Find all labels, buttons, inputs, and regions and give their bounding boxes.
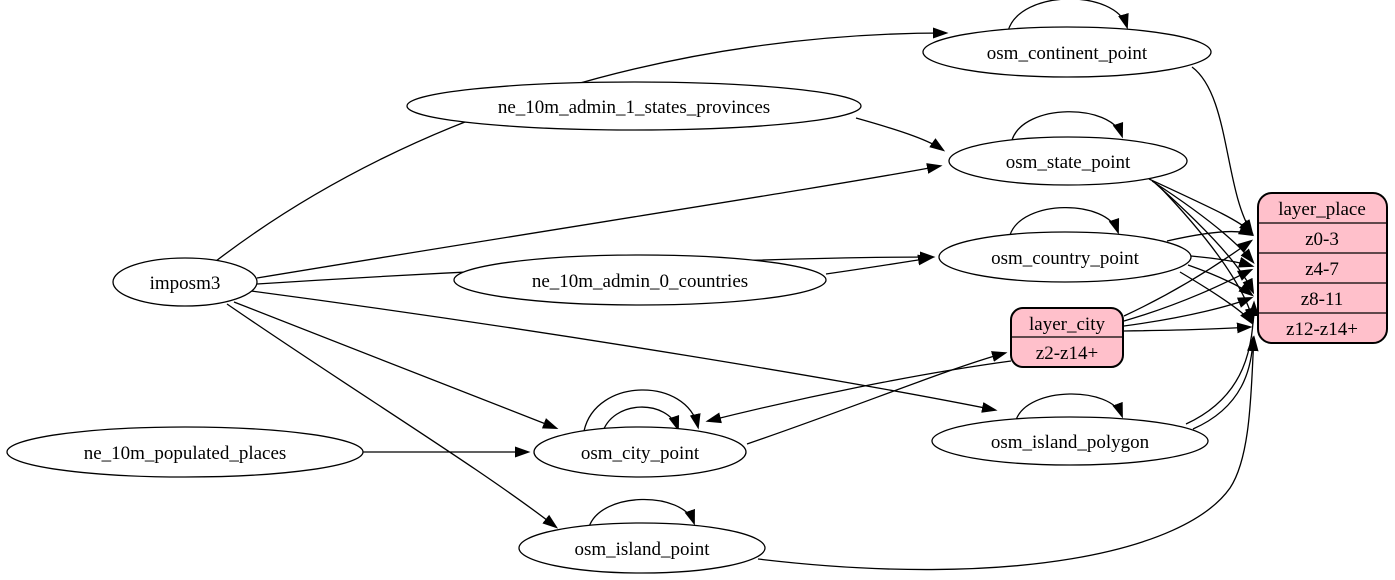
- edge-imposm3-osm_island_polygon: [250, 290, 998, 413]
- layer_place-row-z12-z14: z12-z14+: [1286, 319, 1358, 340]
- edge-osm_country_point-layer_place-z0-3: [1166, 224, 1255, 242]
- edge-osm_country_point-layer_place-z4-7: [1190, 255, 1255, 268]
- edge-osm_continent_point-layer_place-z0-3: [1191, 66, 1254, 236]
- ne_10m_populated_places-label: ne_10m_populated_places: [84, 443, 287, 464]
- layer_place-row-z8-11: z8-11: [1301, 289, 1344, 310]
- osm_country_point-label: osm_country_point: [991, 248, 1139, 269]
- node-osm_city_point: osm_city_point: [533, 426, 747, 478]
- node-osm_state_point: osm_state_point: [948, 136, 1188, 186]
- layer_place-row-z0-3: z0-3: [1305, 229, 1339, 250]
- layer_city-title: layer_city: [1029, 314, 1105, 335]
- edge-layer_city-layer_place-z4-7: [1123, 268, 1254, 322]
- osm_island_point-label: osm_island_point: [574, 539, 710, 560]
- edge-layer_city-layer_place-z8-11: [1123, 297, 1254, 327]
- node-ne_10m_admin_0_countries: ne_10m_admin_0_countries: [453, 254, 827, 306]
- node-osm_continent_point: osm_continent_point: [922, 26, 1212, 78]
- osm_continent_point-shape: [922, 26, 1212, 78]
- edge-osm_country_point-layer_place-z8-11: [1187, 264, 1255, 297]
- edge-osm_island_point-layer_place-z12-z14: [757, 335, 1259, 571]
- edge-imposm3-osm_continent_point: [215, 27, 949, 262]
- imposm3-label: imposm3: [150, 273, 221, 294]
- osm_island_polygon-shape: [931, 416, 1209, 466]
- osm_state_point-label: osm_state_point: [1006, 152, 1131, 173]
- osm_continent_point-label: osm_continent_point: [987, 43, 1148, 64]
- layer_place-row-z4-7: z4-7: [1305, 259, 1339, 280]
- edge-imposm3-osm_state_point: [256, 163, 943, 279]
- ne_10m_admin_1_states_provinces-label: ne_10m_admin_1_states_provinces: [498, 97, 770, 118]
- osm_state_point-shape: [948, 136, 1188, 186]
- osm_island_polygon-label: osm_island_polygon: [991, 432, 1150, 453]
- edge-osm_island_polygon-layer_place-z8-11: [1185, 300, 1260, 425]
- ne_10m_admin_0_countries-shape: [453, 254, 827, 306]
- node-ne_10m_populated_places: ne_10m_populated_places: [6, 426, 364, 478]
- edge-osm_city_point-layer_city-z2-z14: [746, 351, 1008, 445]
- layer_place-box: [1257, 192, 1388, 344]
- edge-layer_city-osm_city_point: [705, 360, 1012, 424]
- imposm3-shape: [112, 257, 258, 307]
- osm_city_point-shape: [533, 426, 747, 478]
- osm_city_point-label: osm_city_point: [581, 443, 700, 464]
- osm_island_point-shape: [518, 522, 766, 574]
- edge-self-osm_state_point: [1011, 111, 1124, 141]
- edge-imposm3-osm_city_point: [233, 301, 559, 429]
- edge-ne_10m_admin_1_states_provinces-osm_state_point: [855, 117, 946, 152]
- record-layer_city: layer_city z2-z14+: [1010, 307, 1124, 368]
- edge-layer_city-layer_place-z12-z14: [1123, 322, 1253, 334]
- edge-self-osm_country_point: [1009, 207, 1120, 236]
- edge-ne_10m_admin_0_countries-osm_country_point: [825, 254, 934, 275]
- edge-self-outer-osm_city_point: [583, 389, 701, 432]
- layer_city-row-z2-z14: z2-z14+: [1036, 343, 1098, 364]
- ne_10m_populated_places-shape: [6, 426, 364, 478]
- node-osm_island_polygon: osm_island_polygon: [931, 416, 1209, 466]
- edge-self-osm_island_point: [588, 498, 695, 528]
- node-osm_country_point: osm_country_point: [938, 231, 1192, 283]
- record-layer_place: layer_place z0-3 z4-7 z8-11 z12-z14+: [1257, 192, 1388, 344]
- edge-self-osm_continent_point: [1007, 0, 1129, 32]
- edge-layer_city-layer_place-z0-3: [1123, 239, 1254, 317]
- osm_country_point-shape: [938, 231, 1192, 283]
- node-imposm3: imposm3: [112, 257, 258, 307]
- layer_place-title: layer_place: [1278, 199, 1366, 220]
- ne_10m_admin_1_states_provinces-shape: [406, 81, 862, 131]
- edge-self-inner-osm_city_point: [601, 406, 680, 435]
- node-ne_10m_admin_1_states_provinces: ne_10m_admin_1_states_provinces: [406, 81, 862, 131]
- node-osm_island_point: osm_island_point: [518, 522, 766, 574]
- edge-self-osm_island_polygon: [1015, 393, 1123, 421]
- ne_10m_admin_0_countries-label: ne_10m_admin_0_countries: [532, 271, 748, 292]
- edges: [215, 0, 1260, 571]
- edge-imposm3-osm_island_point: [226, 303, 559, 529]
